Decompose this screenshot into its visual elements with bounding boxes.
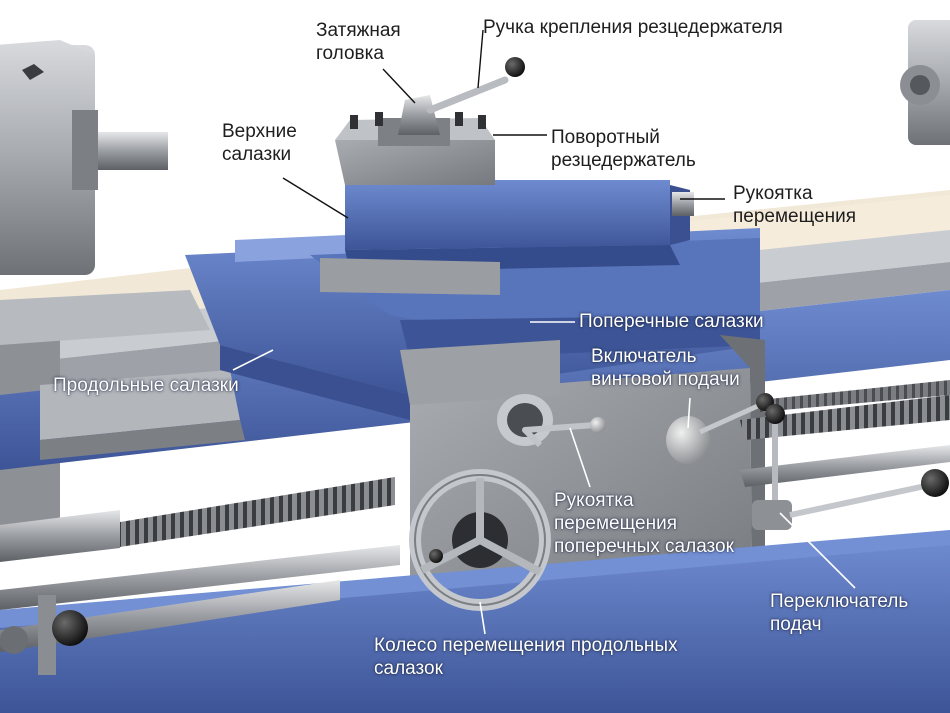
feed-screws xyxy=(0,380,950,610)
label-screw-feed: Включатель винтовой подачи xyxy=(591,346,740,390)
label-upper-slide: Верхние салазки xyxy=(222,121,297,165)
label-move-handle: Рукоятка перемещения xyxy=(733,183,856,227)
tailstock xyxy=(900,20,950,145)
label-cross-slide: Поперечные салазки xyxy=(579,311,764,332)
label-feed-switch: Переключатель подач xyxy=(770,591,909,635)
tool-holder xyxy=(335,57,525,185)
leader-lines-light xyxy=(232,321,856,635)
label-cross-handle: Рукоятка перемещения поперечных салазок xyxy=(554,490,734,557)
leader-lines xyxy=(282,29,725,219)
label-clamp-head: Затяжная головка xyxy=(316,20,401,64)
cross-slide-handle xyxy=(497,394,606,448)
left-lever xyxy=(0,580,340,675)
label-rotary-holder: Поворотный резцедержатель xyxy=(551,127,696,171)
chuck xyxy=(0,40,168,275)
label-long-slide: Продольные салазки xyxy=(53,375,239,396)
upper-slide xyxy=(320,180,694,295)
feed-switch-lever xyxy=(752,404,949,530)
label-holder-handle: Ручка крепления резцедержателя xyxy=(483,17,783,38)
label-long-wheel: Колесо перемещения продольных салазок xyxy=(374,635,678,679)
